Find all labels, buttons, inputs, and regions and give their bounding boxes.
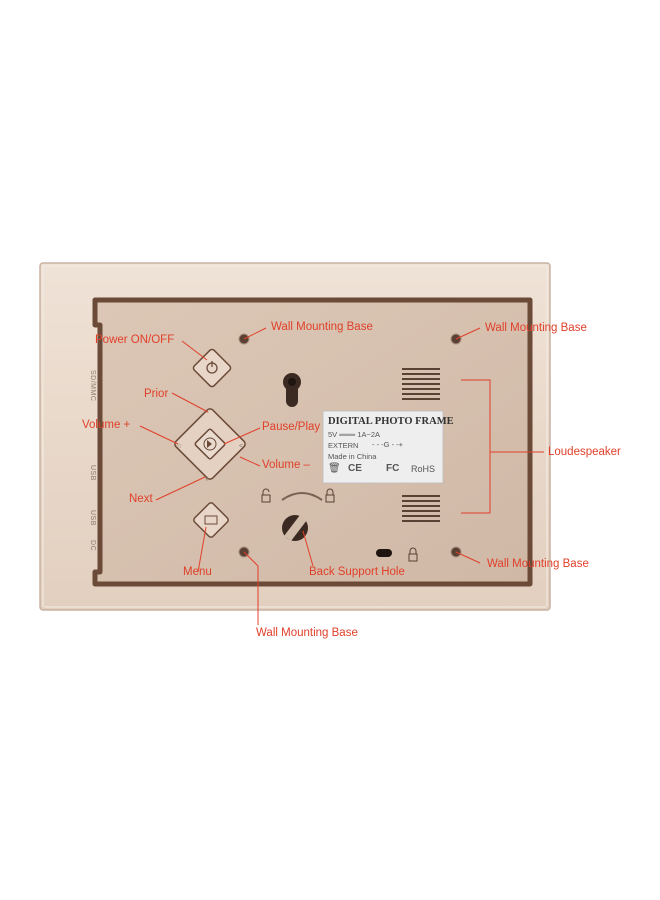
sticker-rating: 5V ═══ 1A~2A <box>328 430 381 439</box>
sticker-mark-fc: FC <box>386 463 400 474</box>
side-port-sdmmc: SD/MMC <box>89 370 96 402</box>
label-volume-plus: Volume + <box>82 419 131 431</box>
lock-slider <box>261 488 335 503</box>
label-power: Power ON/OFF <box>95 334 175 346</box>
side-port-dc: DC <box>89 540 96 552</box>
menu-button <box>193 502 229 538</box>
side-port-usb-2: USB <box>89 510 96 526</box>
svg-text:»: » <box>205 476 209 483</box>
label-next: Next <box>129 493 153 505</box>
label-wall-bottom-right: Wall Mounting Base <box>487 558 589 570</box>
kensington-slot <box>376 547 418 562</box>
sticker-mark-ce: CE <box>348 463 362 474</box>
callout-lines <box>139 327 544 625</box>
back-support-hole <box>282 515 308 541</box>
label-prior: Prior <box>144 388 169 400</box>
label-wall-top-right: Wall Mounting Base <box>485 322 587 334</box>
sticker-extern: EXTERN <box>328 441 359 450</box>
label-menu: Menu <box>183 566 212 578</box>
label-pause-play: Pause/Play <box>262 421 321 433</box>
sticker-origin: Made in China <box>328 452 377 461</box>
keyhole-hanger <box>283 373 301 407</box>
side-port-usb-1: USB <box>89 465 96 481</box>
power-button <box>192 348 232 388</box>
svg-text:☆: ☆ <box>176 442 182 450</box>
label-back-support: Back Support Hole <box>309 566 405 578</box>
sticker-title: DIGITAL PHOTO FRAME <box>328 416 454 427</box>
sticker-mark-rohs: RoHS <box>411 464 436 474</box>
label-volume-minus: Volume – <box>262 459 310 471</box>
speaker-grille-bottom <box>402 495 440 522</box>
dpad-buttons: « ☆ < » <box>174 408 246 483</box>
spec-sticker <box>322 410 444 484</box>
svg-text:<: < <box>239 443 243 450</box>
label-wall-bottom: Wall Mounting Base <box>256 627 358 639</box>
label-wall-top-left: Wall Mounting Base <box>271 321 373 333</box>
speaker-grille-top <box>402 368 440 400</box>
sticker-extern-symbol: - - -G - -+ <box>372 440 404 449</box>
sticker-bin-icon: 🗑 <box>328 463 341 474</box>
label-loudspeaker: Loudespeaker <box>548 446 621 458</box>
